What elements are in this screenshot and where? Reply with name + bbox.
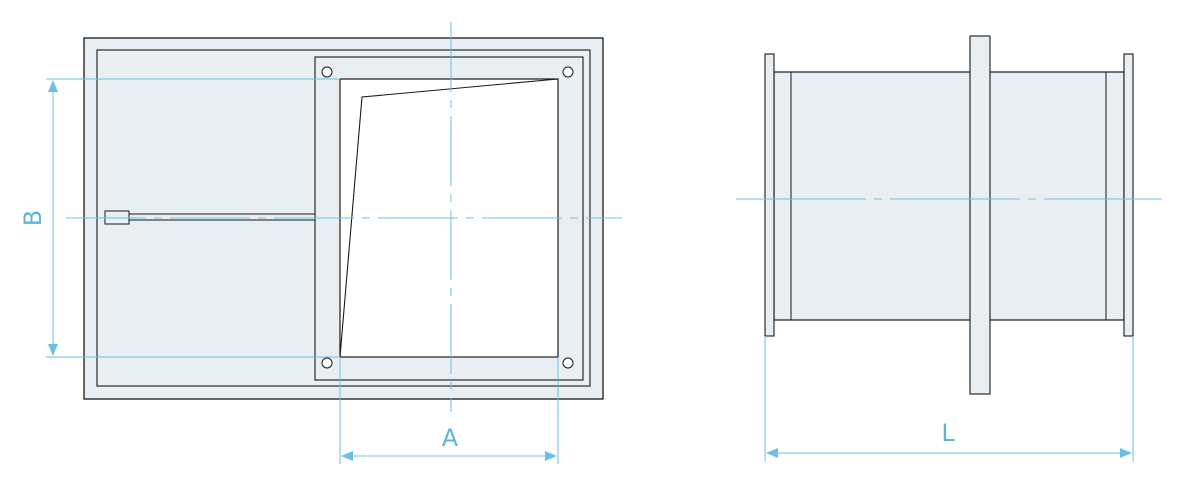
bolt-hole-top-left	[321, 66, 333, 78]
dimension-l-label: L	[941, 419, 955, 447]
left-flange	[764, 53, 775, 337]
blade-outline	[339, 78, 559, 358]
dimension-l	[764, 336, 1134, 462]
front-centerlines	[66, 22, 622, 412]
dimension-b	[46, 78, 340, 358]
side-view	[764, 35, 1134, 395]
bolt-hole-bottom-right	[562, 357, 574, 369]
dimension-b-label: B	[19, 210, 47, 226]
right-flange	[1123, 53, 1134, 337]
bolt-hole-bottom-left	[321, 357, 333, 369]
dimension-a-label: A	[442, 424, 459, 452]
duct-body	[773, 71, 1125, 321]
center-flange	[969, 35, 991, 395]
bolt-hole-top-right	[562, 66, 574, 78]
handle-rod	[128, 213, 316, 221]
dimension-a	[339, 357, 559, 464]
